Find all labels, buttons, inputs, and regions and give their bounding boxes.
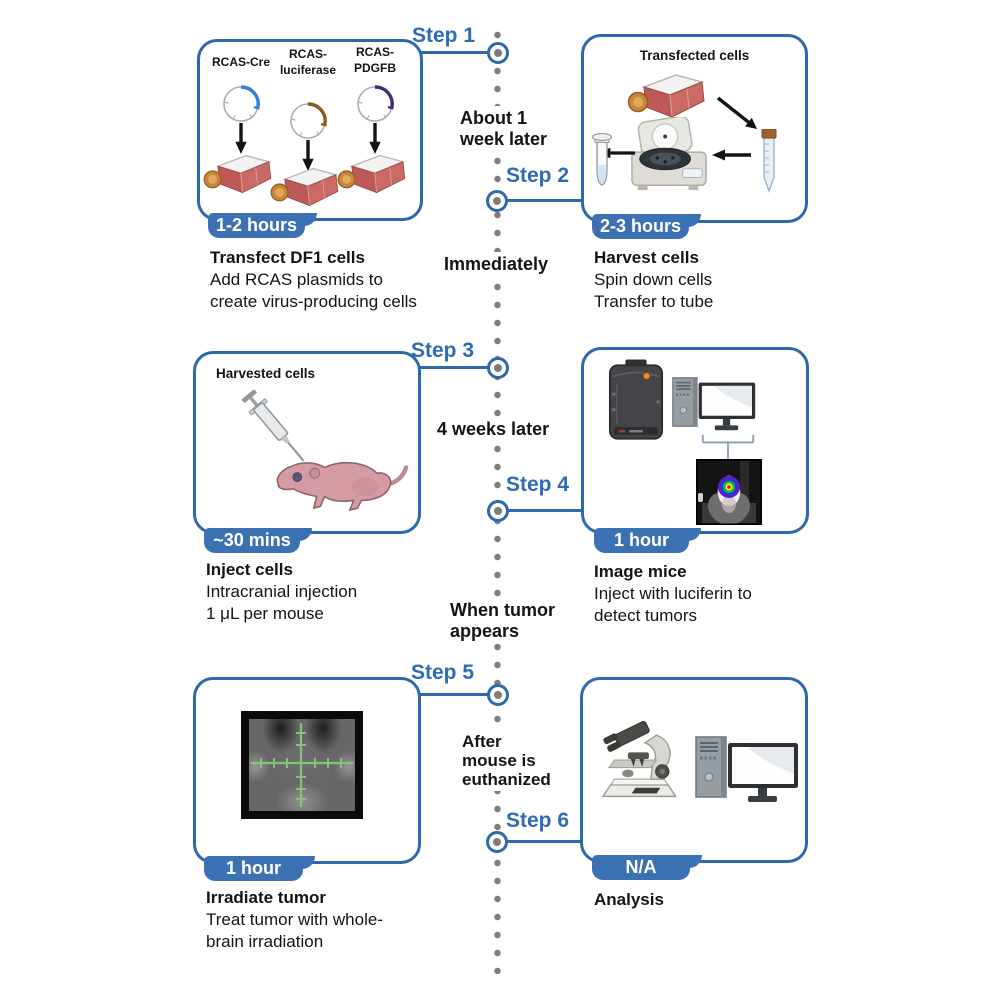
caption-line: Intracranial injection: [206, 582, 358, 601]
interval-annotation-4: When tumor appears: [446, 598, 559, 644]
cell-flask-icon: [269, 163, 343, 213]
connector-step6: [505, 840, 582, 843]
caption-step2: Harvest cells Spin down cells Transfer t…: [594, 247, 713, 313]
caption-title: Harvest cells: [594, 248, 699, 267]
timeline-node-step1: [487, 42, 509, 64]
caption-title: Analysis: [594, 890, 664, 909]
annotation-line: After: [462, 732, 502, 751]
caption-step5: Irradiate tumor Treat tumor with whole- …: [206, 887, 383, 953]
panel-step2-harvest: Transfected cells: [581, 34, 808, 223]
harvested-cells-label: Harvested cells: [216, 366, 316, 381]
duration-badge-step6: N/A: [592, 855, 702, 880]
caption-line: detect tumors: [594, 606, 697, 625]
annotation-line: appears: [450, 621, 520, 641]
interval-annotation-2: Immediately: [440, 252, 553, 277]
plasmid-label-line: RCAS-: [356, 45, 394, 59]
transfected-cells-label: Transfected cells: [639, 48, 750, 63]
centrifuge-icon: [624, 117, 714, 195]
cell-flask-icon: [336, 150, 410, 200]
annotation-line: 4 weeks later: [437, 419, 550, 439]
caption-title: Irradiate tumor: [206, 888, 326, 907]
panel-step5-irradiate: [193, 677, 421, 864]
conical-tube-icon: [760, 129, 778, 193]
panel-step4-image: [581, 347, 809, 534]
bioluminescence-image: [696, 459, 762, 525]
step-3-label: Step 3: [411, 339, 475, 362]
timeline-node-step4: [487, 500, 509, 522]
xray-crosshair-image: [241, 711, 363, 819]
arrow-diagonal-icon: [716, 96, 757, 129]
annotation-line: About 1: [460, 108, 527, 128]
connector-step3: [413, 366, 489, 369]
computer-icon: [672, 372, 756, 432]
panel-step6-analysis: [580, 677, 808, 863]
caption-line: Add RCAS plasmids to: [210, 270, 383, 289]
plasmid-label-line: luciferase: [279, 63, 337, 77]
caption-step3: Inject cells Intracranial injection 1 μL…: [206, 559, 357, 625]
duration-badge-step5: 1 hour: [204, 856, 315, 881]
step-4-label: Step 4: [506, 473, 570, 496]
bracket-connector: [701, 434, 755, 462]
arrow-left-icon: [712, 149, 752, 161]
cell-flask-icon: [202, 150, 276, 200]
connector-step5: [413, 693, 489, 696]
timeline-node-step5: [487, 684, 509, 706]
step-6-label: Step 6: [506, 809, 570, 832]
caption-step6: Analysis: [594, 889, 664, 911]
connector-step4: [506, 509, 583, 512]
caption-line: Spin down cells: [594, 270, 713, 289]
plasmid-label-cre: RCAS-Cre: [211, 55, 270, 69]
caption-line: brain irradiation: [206, 932, 324, 951]
timeline-node-step2: [486, 190, 508, 212]
plasmid-icon: [219, 82, 263, 126]
duration-badge-step2: 2-3 hours: [592, 214, 701, 239]
annotation-line: mouse is: [462, 751, 536, 770]
caption-line: 1 μL per mouse: [206, 604, 324, 623]
panel-step3-inject: Harvested cells: [193, 351, 421, 534]
annotation-line: Immediately: [444, 254, 549, 274]
step-5-label: Step 5: [411, 661, 475, 684]
caption-title: Transfect DF1 cells: [210, 248, 365, 267]
interval-annotation-3: 4 weeks later: [433, 417, 554, 442]
annotation-line: week later: [460, 129, 548, 149]
duration-badge-step1: 1-2 hours: [208, 213, 317, 238]
annotation-line: euthanized: [462, 770, 551, 789]
plasmid-label-line: RCAS-: [289, 47, 327, 61]
connector-step1: [413, 51, 490, 54]
microscope-icon: [599, 716, 695, 804]
plasmid-label-line: PDGFB: [354, 61, 396, 75]
caption-line: Inject with luciferin to: [594, 584, 752, 603]
timeline-node-step6: [486, 831, 508, 853]
step-1-label: Step 1: [412, 24, 476, 47]
duration-badge-step3: ~30 mins: [204, 528, 312, 553]
microtube-icon: [591, 133, 613, 189]
connector-step2: [505, 199, 583, 202]
step-2-label: Step 2: [506, 164, 570, 187]
plasmid-icon: [353, 82, 397, 126]
plasmid-label-pdgfb: RCAS- PDGFB: [342, 44, 408, 76]
caption-title: Image mice: [594, 562, 687, 581]
caption-step4: Image mice Inject with luciferin to dete…: [594, 561, 752, 627]
crosshair-icon: [251, 723, 353, 807]
plasmid-icon: [286, 99, 330, 143]
mouse-pup-icon: [276, 461, 408, 511]
computer-icon: [695, 730, 799, 804]
duration-badge-step4: 1 hour: [594, 528, 701, 553]
plasmid-label-luciferase: RCAS- luciferase: [275, 46, 341, 78]
caption-title: Inject cells: [206, 560, 293, 579]
timeline-node-step3: [487, 357, 509, 379]
imaging-system-icon: [608, 359, 664, 445]
panel-step1-transfect: RCAS-Cre RCAS- luciferase RCAS- PDGFB: [197, 39, 423, 221]
caption-line: Treat tumor with whole-: [206, 910, 383, 929]
annotation-line: When tumor: [450, 600, 555, 620]
caption-step1: Transfect DF1 cells Add RCAS plasmids to…: [210, 247, 417, 313]
caption-line: create virus-producing cells: [210, 292, 417, 311]
interval-annotation-1: About 1 week later: [456, 106, 552, 152]
caption-line: Transfer to tube: [594, 292, 714, 311]
interval-annotation-5: After mouse is euthanized: [458, 730, 555, 791]
